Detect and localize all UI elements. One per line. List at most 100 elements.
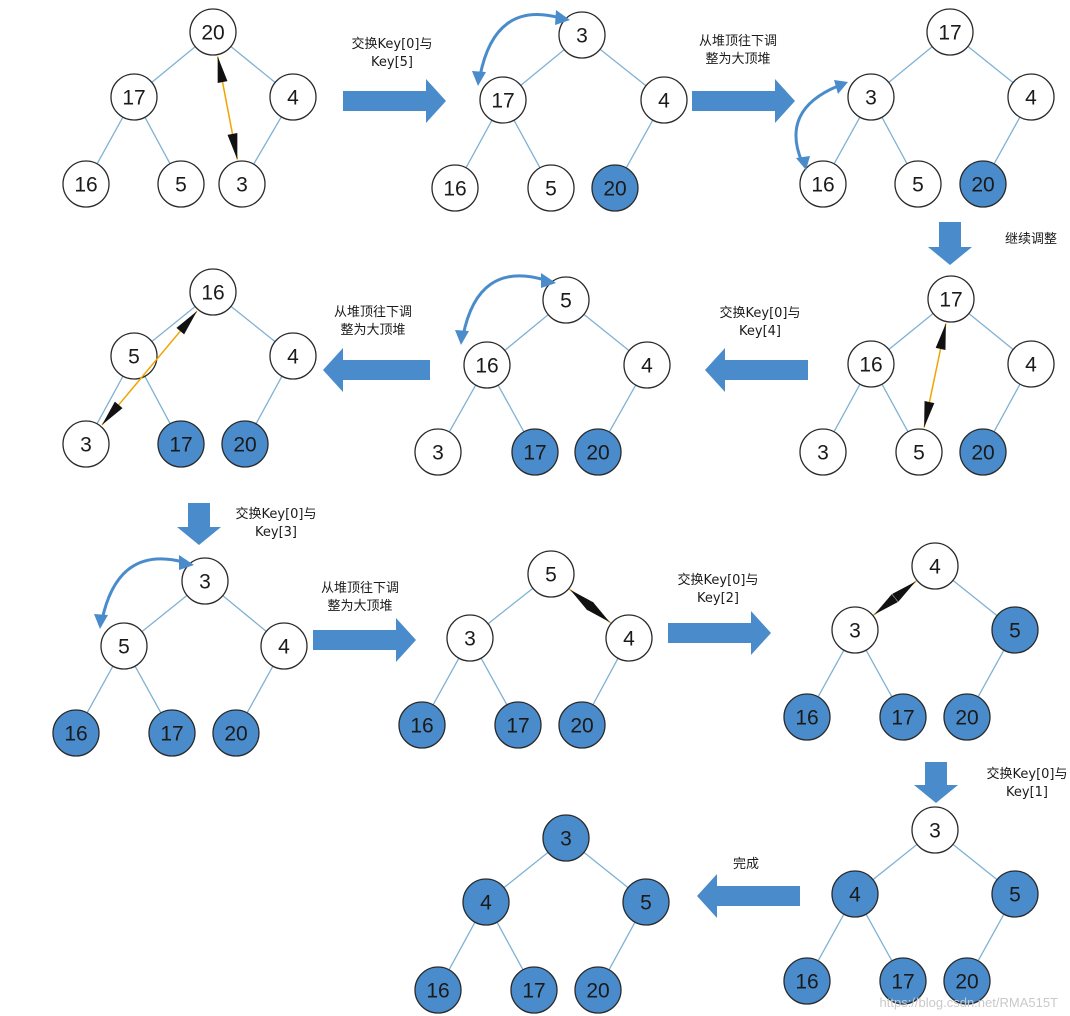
node-value: 3	[464, 628, 476, 651]
swap-indicator	[923, 323, 947, 428]
node-circle	[623, 341, 671, 389]
tree-edge	[144, 116, 171, 165]
tree-edge	[872, 843, 918, 881]
curve-path	[461, 274, 546, 337]
sorted-node: 16	[414, 966, 462, 1014]
heap-node: 4	[640, 76, 688, 124]
tree-edge	[888, 312, 934, 351]
curved-swap-arrow	[94, 555, 194, 629]
node-value: 3	[80, 434, 92, 457]
tree-edge	[230, 45, 276, 84]
swap-arrowhead	[924, 401, 935, 428]
node-circle	[414, 966, 462, 1014]
tree-edge	[888, 46, 933, 83]
node-value: 17	[522, 980, 545, 1003]
swap-indicator	[874, 581, 916, 615]
node-circle	[927, 275, 975, 323]
swap-arrowhead	[892, 581, 916, 602]
node-circle	[462, 878, 510, 926]
node-value: 5	[912, 174, 924, 197]
node-circle	[943, 957, 991, 1005]
step-label: 交换Key[0]与	[678, 572, 759, 588]
step-label: 交换Key[0]与	[720, 305, 801, 321]
swap-arrowhead	[176, 311, 197, 335]
swap-arrowhead	[586, 601, 610, 623]
node-circle	[431, 164, 479, 212]
step-label: Key[3]	[255, 525, 297, 540]
sorted-node: 20	[943, 693, 991, 741]
heap-node: 3	[62, 420, 110, 468]
heap-node: 16	[847, 340, 895, 388]
flow-arrow-right	[692, 79, 795, 123]
node-circle	[558, 701, 606, 749]
node-circle	[542, 276, 590, 324]
node-value: 5	[560, 290, 572, 313]
node-circle	[605, 614, 653, 662]
node-value: 4	[1025, 354, 1037, 377]
curve-path	[100, 557, 184, 621]
tree-edge	[865, 649, 893, 698]
sorted-node: 20	[574, 966, 622, 1014]
step-label: 交换Key[0]与	[987, 766, 1068, 782]
tree-edge	[865, 913, 893, 962]
node-circle	[831, 606, 879, 654]
tree-edge	[608, 921, 636, 971]
node-circle	[894, 160, 942, 208]
node-circle	[511, 428, 559, 476]
node-value: 3	[929, 820, 941, 843]
node-circle	[1007, 340, 1055, 388]
node-circle	[959, 160, 1007, 208]
tree-edge	[833, 116, 861, 165]
tree-edge	[487, 587, 534, 625]
node-circle	[148, 709, 196, 757]
heap-node: 20	[189, 8, 237, 56]
sorted-node: 5	[991, 606, 1039, 654]
sorted-node: 20	[959, 160, 1007, 208]
heap-node: 4	[1007, 340, 1055, 388]
heap-node: 4	[269, 332, 317, 380]
node-circle	[414, 428, 462, 476]
sorted-node: 16	[398, 701, 446, 749]
tree-edge	[246, 665, 274, 714]
node-circle	[221, 420, 269, 468]
node-circle	[911, 542, 959, 590]
tree-edge	[592, 657, 619, 706]
tree-edge	[96, 116, 124, 165]
node-value: 5	[913, 442, 925, 465]
step-label: 整为大顶堆	[705, 52, 770, 67]
curve-arrowhead	[555, 10, 570, 25]
step-label: 整为大顶堆	[327, 599, 392, 614]
sorted-node: 17	[157, 420, 205, 468]
flow-arrow-down	[177, 503, 221, 545]
tree-edge	[496, 921, 524, 971]
heap-node: 5	[527, 550, 575, 598]
node-value: 16	[426, 980, 449, 1003]
step-label: 交换Key[0]与	[352, 36, 433, 52]
node-value: 3	[865, 87, 877, 110]
heap-node: 16	[463, 341, 511, 389]
swap-arrowhead	[102, 401, 123, 425]
heap-node: 3	[181, 557, 229, 605]
node-circle	[110, 73, 158, 121]
swap-arrowhead	[217, 56, 228, 84]
swap-arrowhead	[874, 594, 898, 615]
node-value: 16	[795, 971, 818, 994]
node-circle	[640, 76, 688, 124]
flow-arrow-down	[914, 762, 958, 803]
tree-edge	[255, 375, 283, 425]
curved-swap-arrow	[455, 273, 556, 345]
tree-edge	[599, 48, 647, 87]
curve-path	[478, 13, 561, 77]
node-circle	[991, 870, 1039, 918]
tree-edge	[817, 649, 845, 698]
heap-node: 5	[895, 428, 943, 476]
sorted-node: 20	[574, 428, 622, 476]
node-value: 3	[560, 828, 572, 851]
step-label: 从堆顶往下调	[334, 305, 412, 320]
node-value: 16	[64, 723, 87, 746]
sorted-node: 4	[462, 878, 510, 926]
tree-edge	[465, 119, 493, 169]
